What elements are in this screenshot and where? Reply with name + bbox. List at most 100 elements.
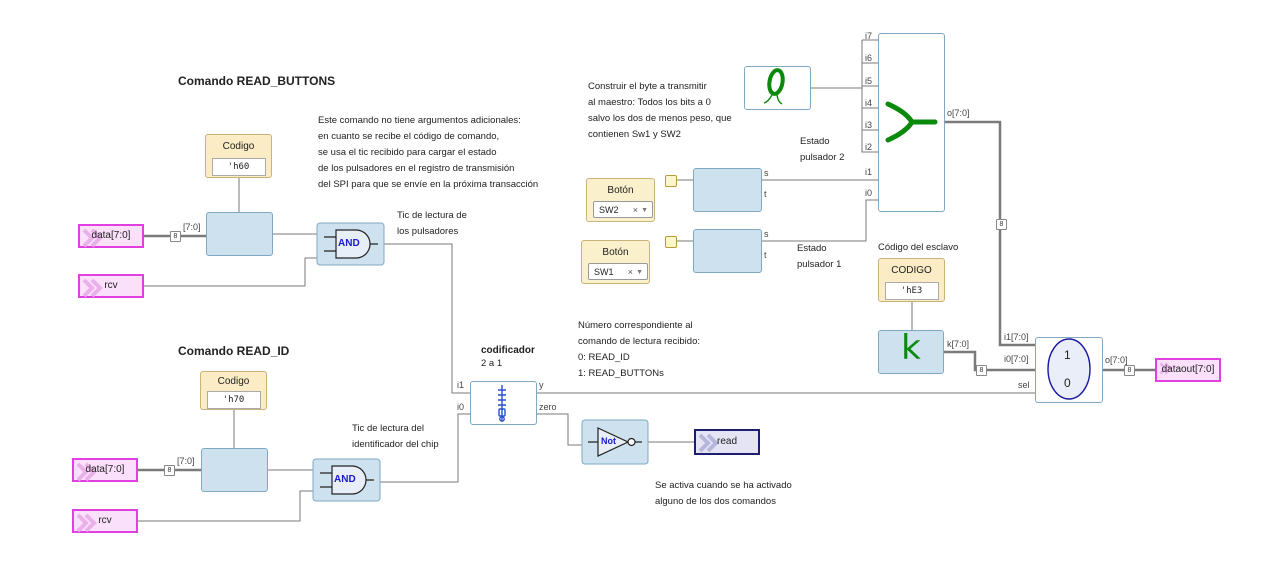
joiner-pin-i0: i0 (865, 188, 873, 198)
read-note: Se activa cuando se ha activado alguno d… (655, 480, 792, 507)
encoder-pin-y: y (539, 380, 544, 390)
input-port-rcv-buttons[interactable]: rcv (78, 274, 144, 298)
led-sw1 (665, 236, 677, 248)
joiner-pin-i1: i1 (865, 167, 873, 177)
sw2-select[interactable]: SW2 × ▼ (593, 201, 653, 218)
button-widget-sw2[interactable]: Botón SW2 × ▼ (586, 178, 655, 222)
not-gate (581, 419, 649, 465)
sw1-select[interactable]: SW1 × ▼ (588, 263, 648, 280)
heading-read-id: Comando READ_ID (178, 344, 290, 358)
mux-label-1: 1 (1064, 348, 1071, 362)
bus-joiner-mux (945, 120, 1035, 347)
chevron-down-icon[interactable]: ▼ (636, 269, 643, 276)
sw1-pin-s: s (764, 229, 769, 239)
byte-note: Construir el byte a transmitir al maestr… (588, 81, 732, 140)
const-codigo-h60[interactable]: Codigo 'h60 (205, 134, 272, 178)
tic-id-note: Tic de lectura del identificador del chi… (352, 423, 439, 450)
read-buttons-description: Este comando no tiene argumentos adicion… (318, 115, 539, 190)
bus-joiner-block[interactable] (878, 33, 945, 212)
joiner-pin-i6: i6 (865, 53, 873, 63)
constant-k-block[interactable]: k (878, 328, 944, 374)
bus-label-buttons: [7:0] (183, 222, 201, 232)
const-codigo-hE3[interactable]: CODIGO 'hE3 (878, 258, 945, 302)
input-port-data-id[interactable]: data[7:0] (72, 458, 138, 482)
bus-width-mux: 8 (1124, 365, 1135, 376)
button-widget-sw1[interactable]: Botón SW1 × ▼ (581, 240, 650, 284)
and-label-id: AND (334, 474, 356, 485)
sw1-pin-t: t (764, 250, 767, 260)
const-value[interactable]: 'h60 (211, 158, 266, 176)
bus-k-mux (944, 350, 1035, 372)
clear-icon[interactable]: × (632, 205, 638, 215)
select-value: SW2 (599, 205, 619, 215)
wire-and-encoder-i1 (384, 243, 470, 394)
chevron-icon (1159, 362, 1173, 375)
sw1-note: Estado pulsador 1 (797, 243, 842, 270)
joiner-pin-i4: i4 (865, 98, 873, 108)
mux-symbol (1047, 338, 1091, 400)
mux-pin-sel: sel (1018, 380, 1030, 390)
wire-rcv-and (144, 257, 317, 287)
encoder-pin-zero: zero (539, 402, 557, 412)
const-value[interactable]: 'h70 (206, 391, 261, 409)
encoder-pin-i0: i0 (457, 402, 465, 412)
output-port-dataout[interactable]: dataout[7:0] (1155, 358, 1221, 382)
encoder-note: Número correspondiente al comando de lec… (578, 320, 700, 379)
bus-width-k: 8 (976, 365, 987, 376)
output-port-read[interactable]: read (694, 429, 760, 455)
sw2-note: Estado pulsador 2 (800, 136, 845, 163)
zero-symbol (763, 68, 785, 105)
bus-width-joiner: 8 (996, 219, 1007, 230)
wire-rcv2-and2 (138, 490, 313, 522)
joiner-symbol (885, 101, 938, 143)
mux-block[interactable] (1035, 337, 1103, 403)
zero-constant-block[interactable] (744, 66, 811, 110)
joiner-pin-i5: i5 (865, 76, 873, 86)
led-sw2 (665, 175, 677, 187)
switch-block-sw2[interactable] (693, 168, 762, 212)
chevron-icon (76, 462, 97, 482)
port-label: rcv (104, 280, 118, 291)
zipper-symbol (498, 385, 506, 422)
const-title: CODIGO (891, 265, 932, 276)
chevron-down-icon[interactable]: ▼ (641, 207, 648, 214)
input-port-data-buttons[interactable]: data[7:0] (78, 224, 144, 248)
slave-code-note: Código del esclavo (878, 242, 959, 253)
mux-pin-i0: i0[7:0] (1004, 354, 1029, 364)
chevron-icon (698, 433, 719, 453)
joiner-pin-i3: i3 (865, 120, 873, 130)
chevron-icon (76, 513, 97, 533)
button-title: Botón (607, 185, 634, 196)
tic-buttons-note: Tic de lectura de los pulsadores (397, 210, 467, 237)
joiner-pin-i2: i2 (865, 142, 873, 152)
mux-pin-i1: i1[7:0] (1004, 332, 1029, 342)
bus-width-id: 8 (164, 465, 175, 476)
sw2-pin-t: t (764, 189, 767, 199)
joiner-pin-i7: i7 (865, 31, 873, 41)
const-codigo-h70[interactable]: Codigo 'h70 (200, 371, 267, 410)
and-label-buttons: AND (338, 238, 360, 249)
select-value: SW1 (594, 267, 614, 277)
const-value[interactable]: 'hE3 (884, 282, 939, 300)
and-gate-buttons (316, 222, 385, 266)
port-label: dataout[7:0] (1161, 364, 1215, 375)
wire-joiner-inputs (861, 39, 878, 153)
and-gate-id (312, 458, 381, 502)
input-port-rcv-id[interactable]: rcv (72, 509, 138, 533)
wire-sw1-joiner-i0 (762, 199, 878, 242)
comparator-buttons[interactable] (206, 212, 273, 256)
encoder-block[interactable] (470, 381, 537, 425)
k-label: k (901, 328, 921, 368)
comparator-id[interactable] (201, 448, 268, 492)
port-label: data[7:0] (85, 464, 125, 475)
clear-icon[interactable]: × (627, 267, 633, 277)
bus-width-buttons: 8 (170, 231, 181, 242)
k-pin: k[7:0] (947, 339, 970, 349)
joiner-pin-o: o[7:0] (947, 108, 970, 118)
switch-block-sw1[interactable] (693, 229, 762, 273)
button-title: Botón (602, 247, 629, 258)
mux-label-0: 0 (1064, 376, 1071, 390)
const-title: Codigo (217, 376, 250, 387)
wire-and2-encoder-i0 (380, 413, 470, 483)
port-label: rcv (98, 515, 112, 526)
